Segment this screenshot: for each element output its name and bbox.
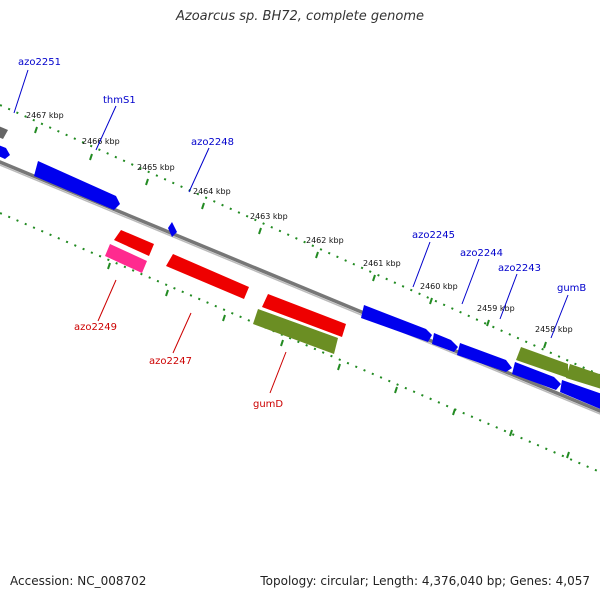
major-tick — [337, 363, 341, 371]
major-tick — [509, 429, 513, 437]
major-tick — [222, 314, 226, 322]
label-azo2248[interactable]: azo2248 — [191, 137, 234, 148]
major-tick — [165, 289, 169, 297]
leader-azo2244 — [461, 258, 480, 305]
scale-label: 2466 kbp — [82, 137, 120, 146]
major-tick — [429, 297, 433, 305]
gene-olive-a[interactable] — [516, 347, 568, 378]
scale-label: 2464 kbp — [193, 187, 231, 196]
gene-olive-b[interactable] — [566, 364, 600, 390]
label-azo2251[interactable]: azo2251 — [18, 57, 61, 68]
scale-label: 2459 kbp — [477, 304, 515, 313]
major-tick — [89, 153, 93, 161]
accession-text: Accession: NC_008702 — [10, 574, 147, 588]
gene-gumD[interactable] — [253, 309, 338, 354]
gene-azo2249-red[interactable] — [114, 230, 154, 256]
lower-tick-ring — [0, 212, 600, 473]
gene-azo2247[interactable] — [166, 254, 249, 299]
major-tick — [486, 319, 490, 327]
gene-azo2245[interactable] — [361, 305, 432, 342]
leader-thmS1 — [95, 105, 117, 151]
major-tick — [452, 408, 456, 416]
major-tick — [543, 341, 547, 349]
major-tick — [372, 274, 376, 282]
gene-azo2244b[interactable] — [457, 343, 512, 372]
major-tick — [394, 386, 398, 394]
major-tick — [566, 451, 570, 459]
scale-label: 2462 kbp — [306, 236, 344, 245]
label-azo2243[interactable]: azo2243 — [498, 263, 541, 274]
backbone-line-lower — [0, 164, 600, 415]
scale-label: 2460 kbp — [420, 282, 458, 291]
label-azo2247[interactable]: azo2247 — [149, 356, 192, 367]
label-azo2244[interactable]: azo2244 — [460, 248, 503, 259]
scale-label: 2461 kbp — [363, 259, 401, 268]
scale-label: 2465 kbp — [137, 163, 175, 172]
major-tick — [107, 262, 111, 270]
gene-azo2251[interactable] — [0, 124, 8, 139]
topology-text: Topology: circular; Length: 4,376,040 bp… — [260, 574, 590, 588]
label-leaders — [13, 69, 569, 394]
major-tick — [201, 202, 205, 210]
scale-label: 2467 kbp — [26, 111, 64, 120]
label-azo2245[interactable]: azo2245 — [412, 230, 455, 241]
major-tick — [258, 227, 262, 235]
major-ticks — [34, 126, 570, 459]
leader-azo2245 — [412, 241, 431, 288]
leader-azo2251 — [13, 69, 29, 114]
map-title: Azoarcus sp. BH72, complete genome — [175, 9, 425, 24]
gene-thmS1[interactable] — [0, 144, 10, 159]
major-tick — [145, 178, 149, 186]
gene-gumB[interactable] — [560, 380, 600, 411]
leader-azo2243 — [499, 273, 518, 320]
scale-label: 2463 kbp — [250, 212, 288, 221]
label-gumB[interactable]: gumB — [557, 283, 586, 294]
leader-azo2249 — [97, 279, 117, 322]
leader-gumB — [550, 294, 569, 339]
label-thmS1[interactable]: thmS1 — [103, 95, 136, 106]
label-gumD[interactable]: gumD — [253, 399, 283, 410]
upper-tick-ring — [0, 104, 600, 376]
label-azo2249[interactable]: azo2249 — [74, 322, 117, 333]
gene-azo2244a[interactable] — [432, 333, 458, 352]
scale-labels: 2467 kbp 2466 kbp 2465 kbp 2464 kbp 2463 kbp… — [26, 111, 573, 334]
gene-forward-a[interactable] — [34, 161, 120, 210]
gene-azo2249[interactable] — [105, 244, 147, 273]
leader-gumD — [269, 351, 287, 394]
leader-azo2248 — [188, 147, 210, 193]
major-tick — [280, 339, 284, 347]
major-tick — [34, 126, 38, 134]
gene-azo2243[interactable] — [512, 362, 561, 390]
gene-azo2248[interactable] — [168, 222, 177, 237]
leader-azo2247 — [172, 312, 192, 354]
major-tick — [315, 251, 319, 259]
gene-reverse-b[interactable] — [262, 294, 346, 337]
gene-features — [0, 124, 600, 411]
